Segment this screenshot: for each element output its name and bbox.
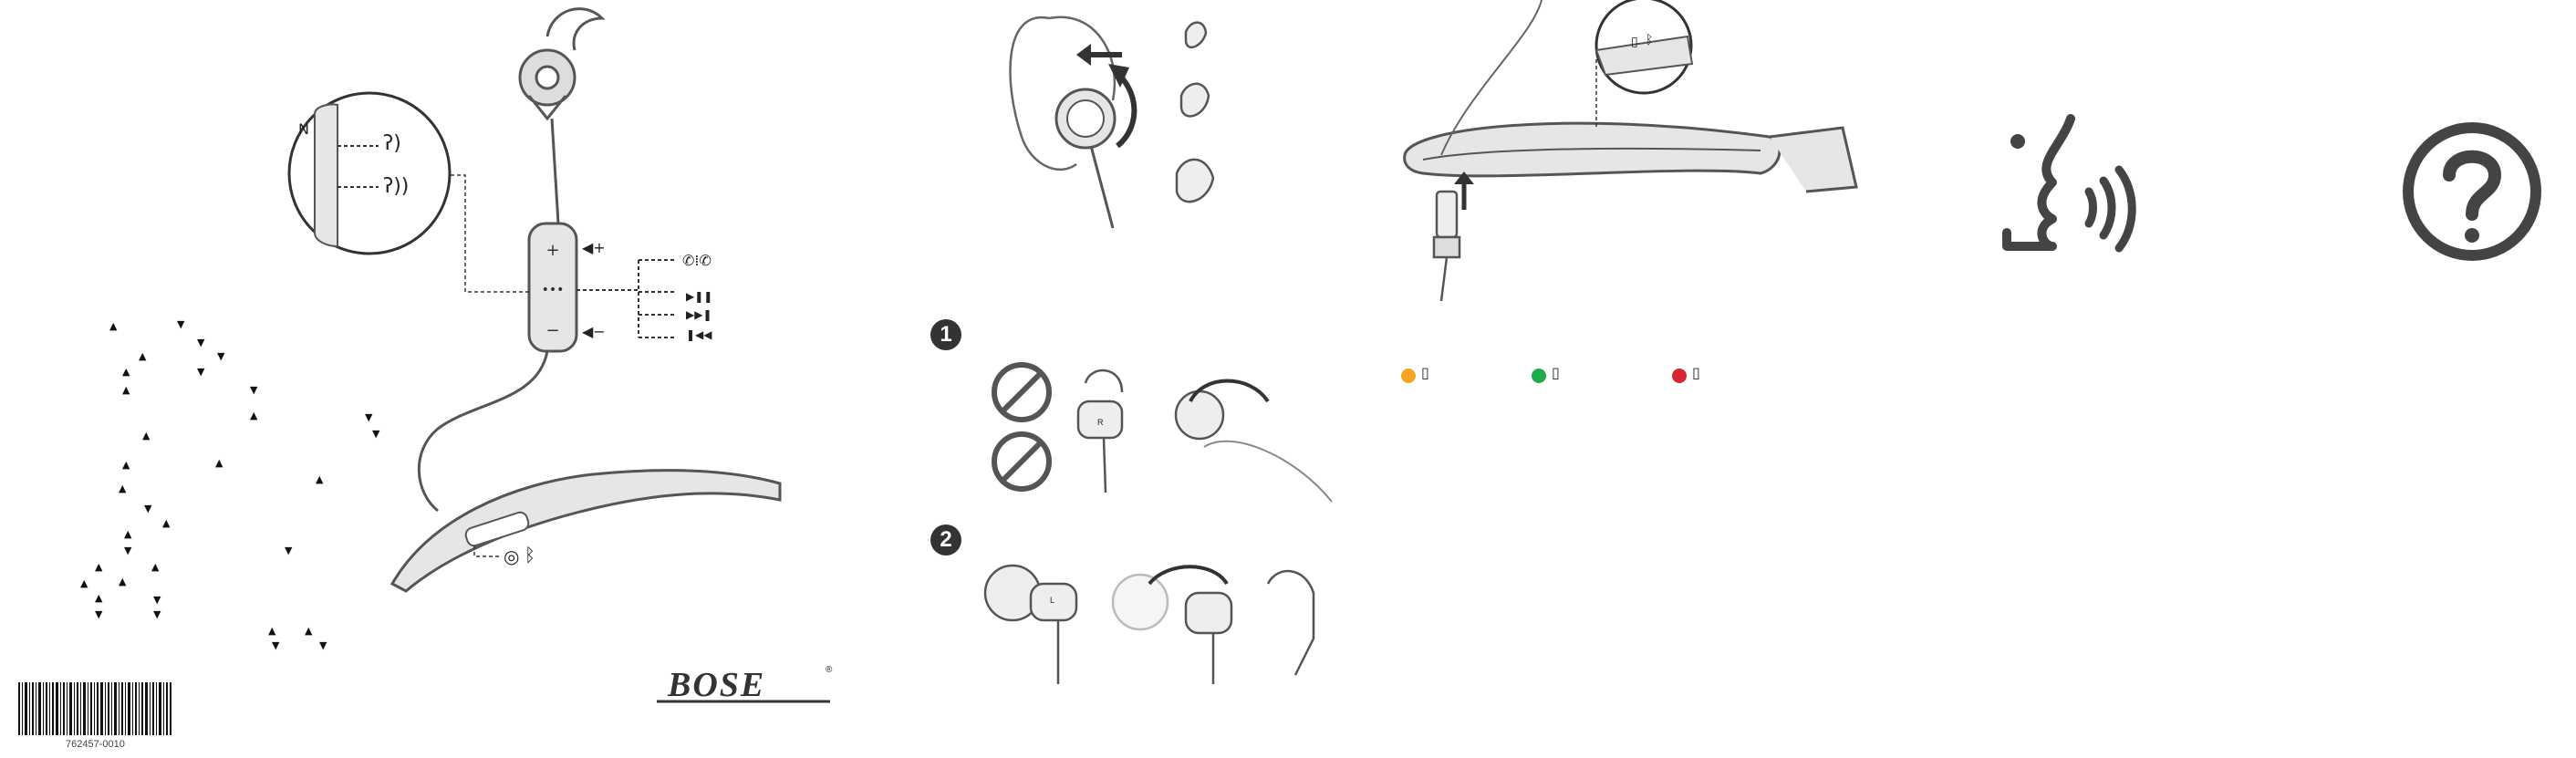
marker-up: ▲ (316, 473, 324, 485)
headphone-illustration: + ••• − (390, 7, 782, 593)
previous-track-icon: ❚◀◀ (686, 328, 712, 341)
battery-icon: ▯ (1552, 364, 1560, 381)
volume-down-icon: ◀− (582, 323, 606, 340)
marker-down: ▼ (177, 318, 185, 330)
panel-charging: ▯ ᛒ ▯ ▯ ▯ (1387, 0, 1861, 758)
svg-text:+: + (545, 241, 559, 260)
marker-up: ▲ (305, 625, 313, 637)
bose-logo-wordmark: BOSE (668, 666, 766, 704)
magnifier-battery-icon: ▯ (1631, 35, 1638, 49)
marker-up: ▲ (124, 528, 132, 540)
marker-up: ▲ (139, 350, 147, 362)
barcode-image (18, 682, 171, 735)
marker-up: ▲ (80, 577, 88, 589)
magnifier-bluetooth-icon: ᛒ (1646, 33, 1654, 47)
marker-up: ▲ (142, 430, 151, 441)
charging-illustration (1403, 0, 1858, 302)
help-icon (2403, 122, 2541, 261)
status-led-red (1672, 369, 1687, 383)
marker-up: ▲ (162, 517, 171, 529)
marker-up: ▲ (95, 592, 103, 604)
ear-listen-loud-icon: ʔ)) (383, 175, 410, 198)
battery-icon: ▯ (1692, 364, 1700, 381)
marker-down: ▼ (144, 503, 152, 514)
marker-down: ▼ (285, 545, 293, 556)
marker-up: ▲ (122, 384, 130, 396)
battery-icon: ▯ (1421, 364, 1429, 381)
panel-fit-instructions: 1 2 R L (912, 0, 1387, 758)
marker-down: ▼ (217, 350, 225, 362)
svg-text:−: − (545, 321, 559, 340)
marker-up: ▲ (95, 561, 103, 573)
barcode-number: 762457-0010 (66, 739, 125, 750)
step-badge-1: 1 (930, 319, 961, 350)
marker-down: ▼ (197, 337, 205, 348)
marker-down: ▼ (153, 608, 161, 620)
marker-down: ▼ (153, 594, 161, 606)
marker-down: ▼ (95, 608, 103, 620)
marker-up: ▲ (119, 483, 127, 494)
marker-down: ▼ (124, 545, 132, 556)
next-track-icon: ▶▶❚ (686, 308, 712, 321)
marker-down: ▼ (197, 366, 205, 378)
marker-down: ▼ (372, 428, 380, 440)
nfc-icon: N (298, 120, 309, 138)
play-pause-icon: ▶❚❚ (686, 290, 713, 303)
marker-up: ▲ (268, 625, 276, 637)
marker-up: ▲ (151, 561, 160, 573)
remote-magnified-view (287, 91, 452, 255)
volume-up-icon: ◀+ (582, 239, 606, 256)
marker-up: ▲ (215, 457, 223, 469)
bose-logo-underline (657, 700, 830, 703)
marker-down: ▼ (250, 384, 258, 396)
panel-help (2372, 0, 2576, 758)
marker-up: ▲ (109, 320, 118, 332)
marker-up: ▲ (250, 410, 258, 421)
phone-call-icon: ✆⁞✆ (682, 252, 712, 269)
marker-down: ▼ (319, 639, 327, 651)
eartip-label-right: R (1097, 418, 1104, 427)
panel-voice-prompts (1952, 0, 2226, 758)
status-led-green (1532, 369, 1546, 383)
step-badge-2: 2 (930, 524, 961, 556)
panel-product-overview: ▲ ▼ ▼ ▲ ▼ ▲ ▼ ▲ ▼ ▲ ▼ ▼ ▲ ▲ ▲ ▲ ▲ ▼ ▲ ▲ … (0, 0, 857, 758)
marker-up: ▲ (119, 576, 127, 587)
bluetooth-icon: ᛒ (525, 544, 535, 566)
ear-listen-icon: ʔ) (383, 132, 401, 155)
marker-down: ▼ (272, 639, 280, 651)
power-icon: ◎ (504, 545, 520, 567)
voice-prompt-icon (2002, 114, 2136, 253)
status-led-amber (1401, 369, 1416, 383)
marker-up: ▲ (122, 366, 130, 378)
marker-up: ▲ (122, 459, 130, 471)
eartip-label-left: L (1050, 596, 1055, 605)
svg-text:•••: ••• (542, 283, 565, 297)
registered-mark: ® (826, 665, 833, 675)
ear-fit-illustration (983, 16, 1333, 684)
marker-down: ▼ (365, 411, 373, 423)
